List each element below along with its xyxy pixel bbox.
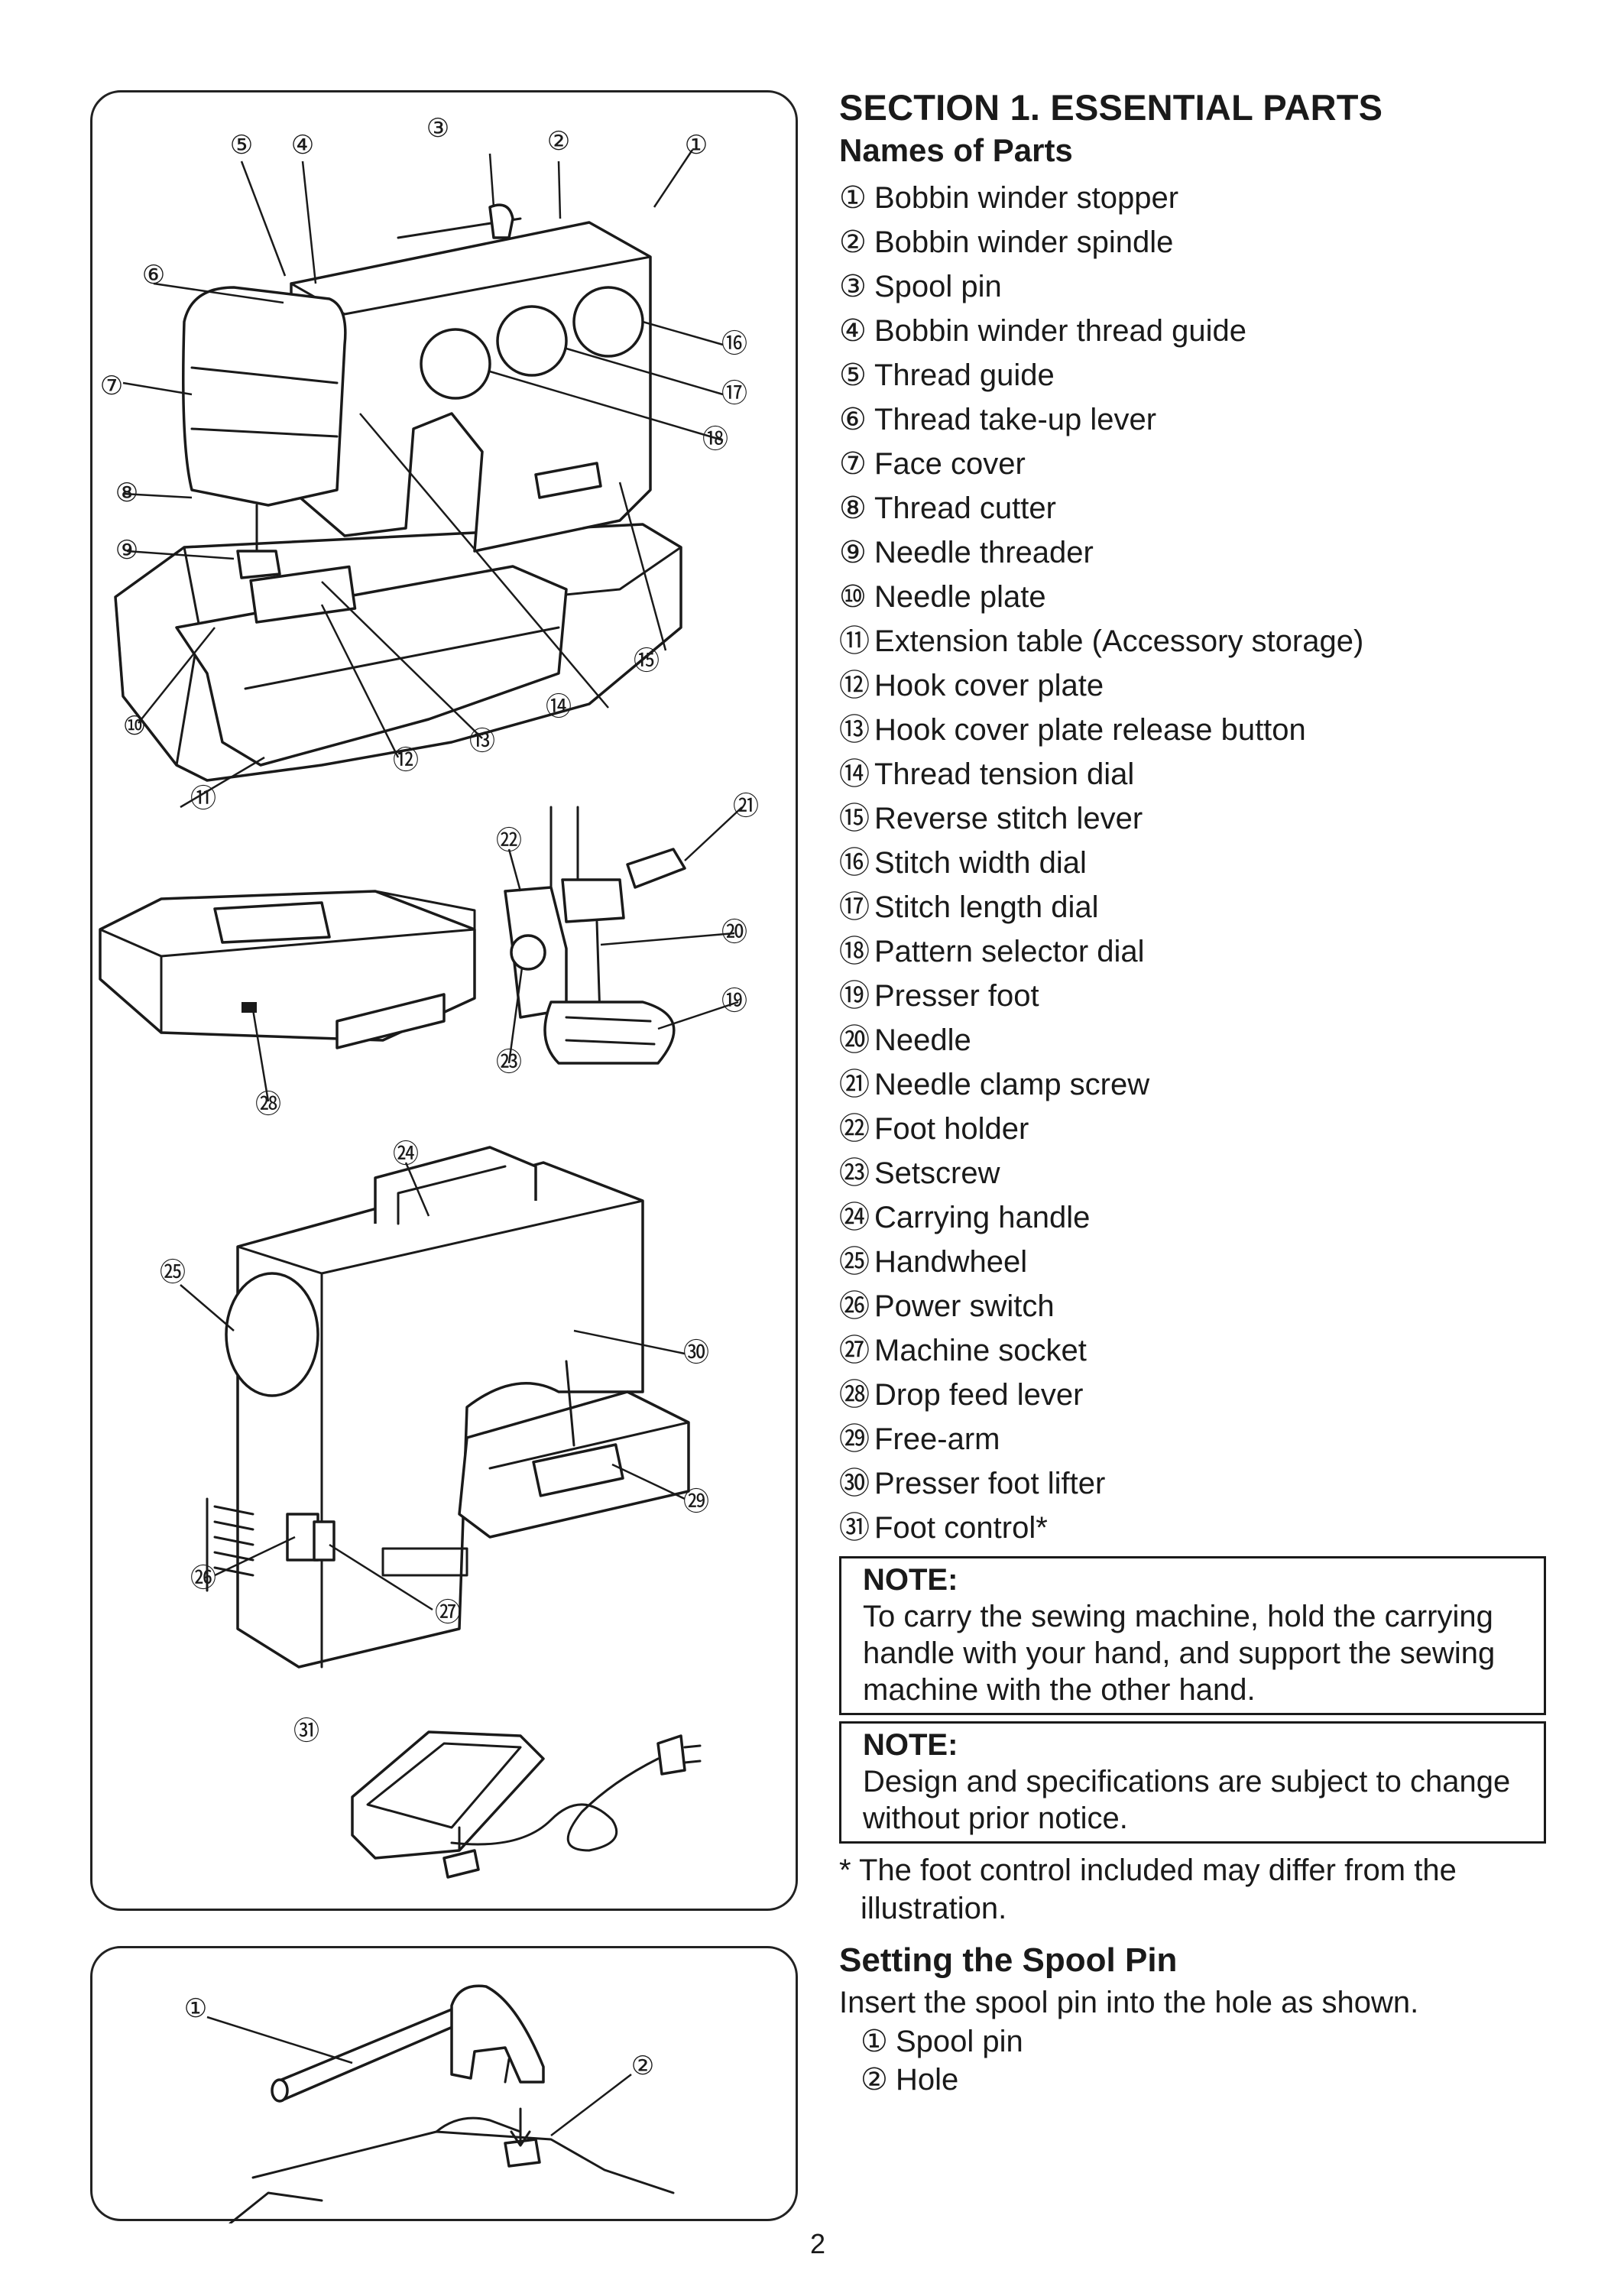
callout-18: ⑱	[702, 424, 728, 455]
callout-23: ㉓	[496, 1047, 522, 1078]
callout-20: ⑳	[721, 917, 747, 948]
callout-15: ⑮	[634, 646, 660, 676]
callout-2: ②	[547, 126, 570, 157]
spool-pin-heading: Setting the Spool Pin	[839, 1941, 1178, 1979]
callout-21: ㉑	[733, 791, 759, 822]
callout-29: ㉙	[683, 1487, 709, 1517]
section-title: SECTION 1. ESSENTIAL PARTS	[839, 87, 1383, 128]
callout-5: ⑤	[230, 130, 253, 161]
spool-pin-drawing	[229, 1984, 675, 2223]
foot-control-view	[351, 1730, 702, 1879]
spool-pin-description: Insert the spool pin into the hole as sh…	[839, 1986, 1419, 2019]
spool-callout-2: ②	[631, 2051, 654, 2081]
callout-6: ⑥	[142, 260, 165, 290]
foot-control-footnote: * The foot control included may differ f…	[839, 1854, 1457, 1925]
machine-rear-view	[206, 1146, 690, 1669]
callout-3: ③	[426, 113, 449, 144]
spool-leader-lines	[206, 2016, 632, 2136]
callout-24: ㉔	[393, 1139, 419, 1169]
callout-26: ㉖	[190, 1563, 216, 1594]
callout-13: ⑬	[469, 726, 495, 757]
callout-27: ㉗	[435, 1597, 461, 1628]
names-of-parts-heading: Names of Parts	[839, 132, 1073, 168]
callout-7: ⑦	[100, 371, 123, 401]
note-text: To carry the sewing machine, hold the ca…	[863, 1600, 1496, 1707]
callout-19: ⑲	[721, 986, 747, 1017]
note-title: NOTE:	[863, 1563, 958, 1597]
callout-1: ①	[685, 130, 708, 161]
note-carrying: NOTE: To carry the sewing machine, hold …	[839, 1556, 1546, 1715]
parts-text-column: SECTION 1. ESSENTIAL PARTS Names of Part…	[839, 86, 1558, 1928]
presser-foot-detail	[504, 806, 686, 1065]
extension-table-view	[99, 890, 476, 1049]
callout-11: ⑪	[190, 783, 216, 814]
callout-12: ⑫	[393, 745, 419, 776]
note-title: NOTE:	[863, 1728, 958, 1762]
callout-4: ④	[291, 130, 314, 161]
callout-14: ⑭	[546, 692, 572, 722]
callout-17: ⑰	[721, 378, 747, 409]
spool-pin-diagram-panel: ① ②	[90, 1946, 798, 2223]
callout-25: ㉕	[160, 1257, 186, 1288]
parts-diagram-panel: ① ② ③ ④ ⑤ ⑥ ⑦ ⑧ ⑨ ⑩ ⑪ ⑫ ⑬ ⑭ ⑮ ⑯ ⑰ ⑱ ⑲ ⑳ …	[90, 90, 798, 1911]
spool-callout-1: ①	[184, 1993, 207, 2024]
callout-30: ㉚	[683, 1338, 709, 1368]
callout-10: ⑩	[123, 711, 146, 741]
parts-diagram: ① ② ③ ④ ⑤ ⑥ ⑦ ⑧ ⑨ ⑩ ⑪ ⑫ ⑬ ⑭ ⑮ ⑯ ⑰ ⑱ ⑲ ⑳ …	[99, 113, 759, 1879]
page-number: 2	[809, 2228, 826, 2259]
callout-31: ㉛	[293, 1716, 319, 1747]
callout-16: ⑯	[721, 329, 747, 359]
callout-28: ㉘	[255, 1089, 281, 1120]
callout-22: ㉒	[496, 825, 522, 856]
spool-pin-section: Setting the Spool Pin Insert the spool p…	[839, 1938, 1558, 2099]
callout-numbers: ① ② ③ ④ ⑤ ⑥ ⑦ ⑧ ⑨ ⑩ ⑪ ⑫ ⑬ ⑭ ⑮ ⑯ ⑰ ⑱ ⑲ ⑳ …	[100, 113, 759, 1747]
spool-pin-diagram: ① ②	[184, 1984, 675, 2223]
callout-8: ⑧	[115, 478, 138, 508]
callout-9: ⑨	[115, 535, 138, 566]
leader-lines	[122, 149, 743, 1611]
machine-front-view	[114, 203, 682, 782]
note-text: Design and specifications are subject to…	[863, 1765, 1511, 1835]
note-specifications: NOTE: Design and specifications are subj…	[839, 1721, 1546, 1844]
